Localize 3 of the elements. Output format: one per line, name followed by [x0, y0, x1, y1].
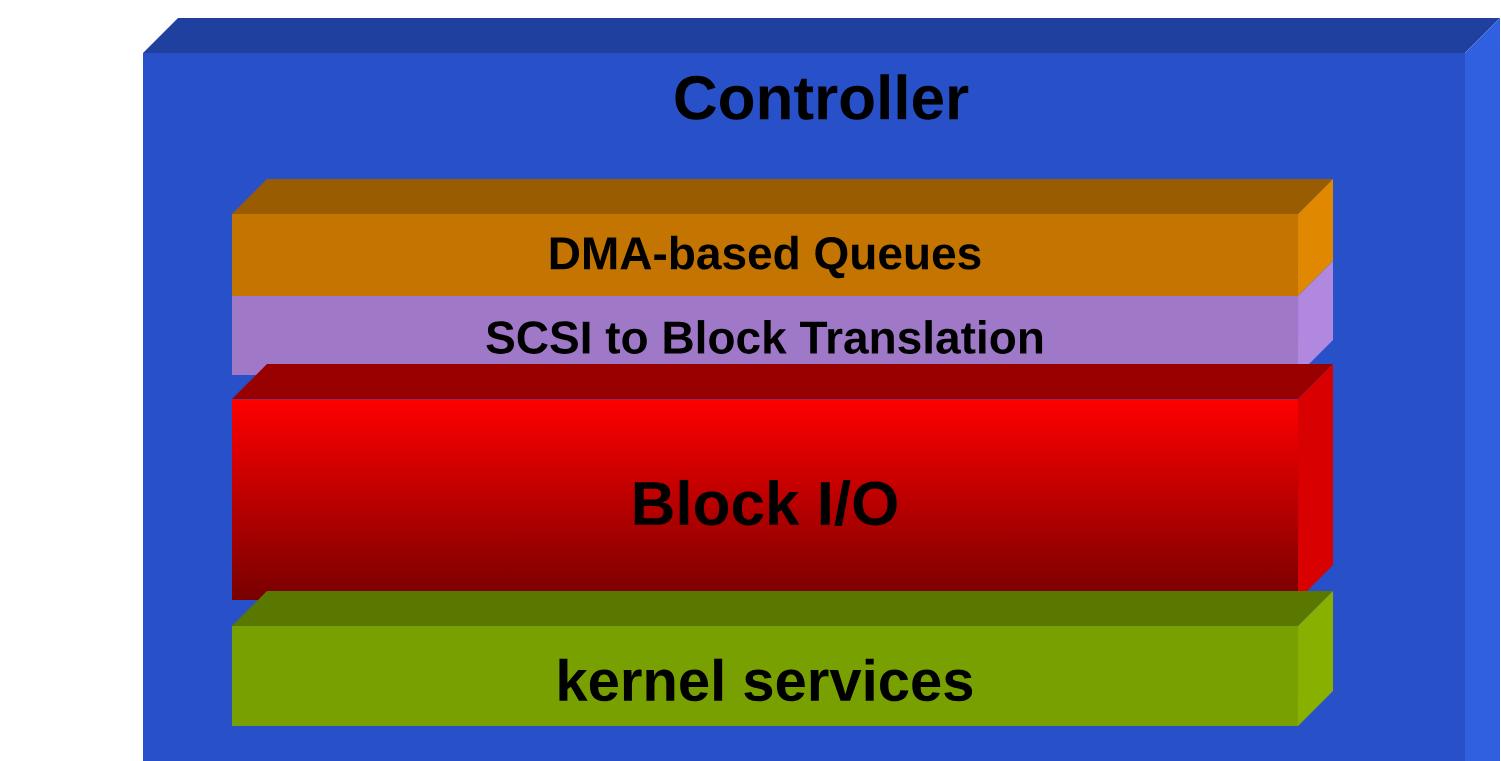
layer-block: kernel services — [232, 591, 1333, 726]
layer-block: DMA-based Queues — [232, 179, 1333, 296]
layer-block: Block I/O — [232, 364, 1333, 600]
